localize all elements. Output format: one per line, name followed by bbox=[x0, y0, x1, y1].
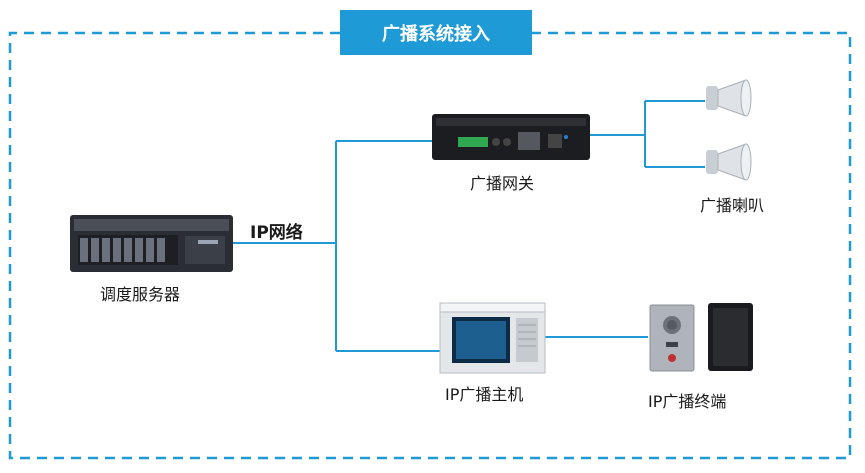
cabinet-speaker-icon bbox=[708, 303, 753, 371]
server-label: 调度服务器 bbox=[100, 285, 181, 304]
speakers-label: 广播喇叭 bbox=[700, 196, 765, 215]
server-icon bbox=[70, 215, 233, 272]
broadcast-host-icon bbox=[439, 302, 546, 374]
network-links bbox=[232, 100, 705, 352]
gateway-label: 广播网关 bbox=[470, 174, 535, 193]
terminal-label: IP广播终端 bbox=[648, 392, 727, 411]
ip-network-label: IP网络 bbox=[250, 223, 303, 243]
gateway-device-icon bbox=[432, 114, 590, 160]
host-label: IP广播主机 bbox=[445, 385, 524, 404]
dashed-frame bbox=[8, 31, 852, 460]
intercom-terminal-icon bbox=[649, 304, 695, 372]
horn-speaker-icon bbox=[706, 79, 752, 117]
diagram-title: 广播系统接入 bbox=[340, 10, 532, 55]
horn-speaker-icon bbox=[706, 143, 752, 181]
